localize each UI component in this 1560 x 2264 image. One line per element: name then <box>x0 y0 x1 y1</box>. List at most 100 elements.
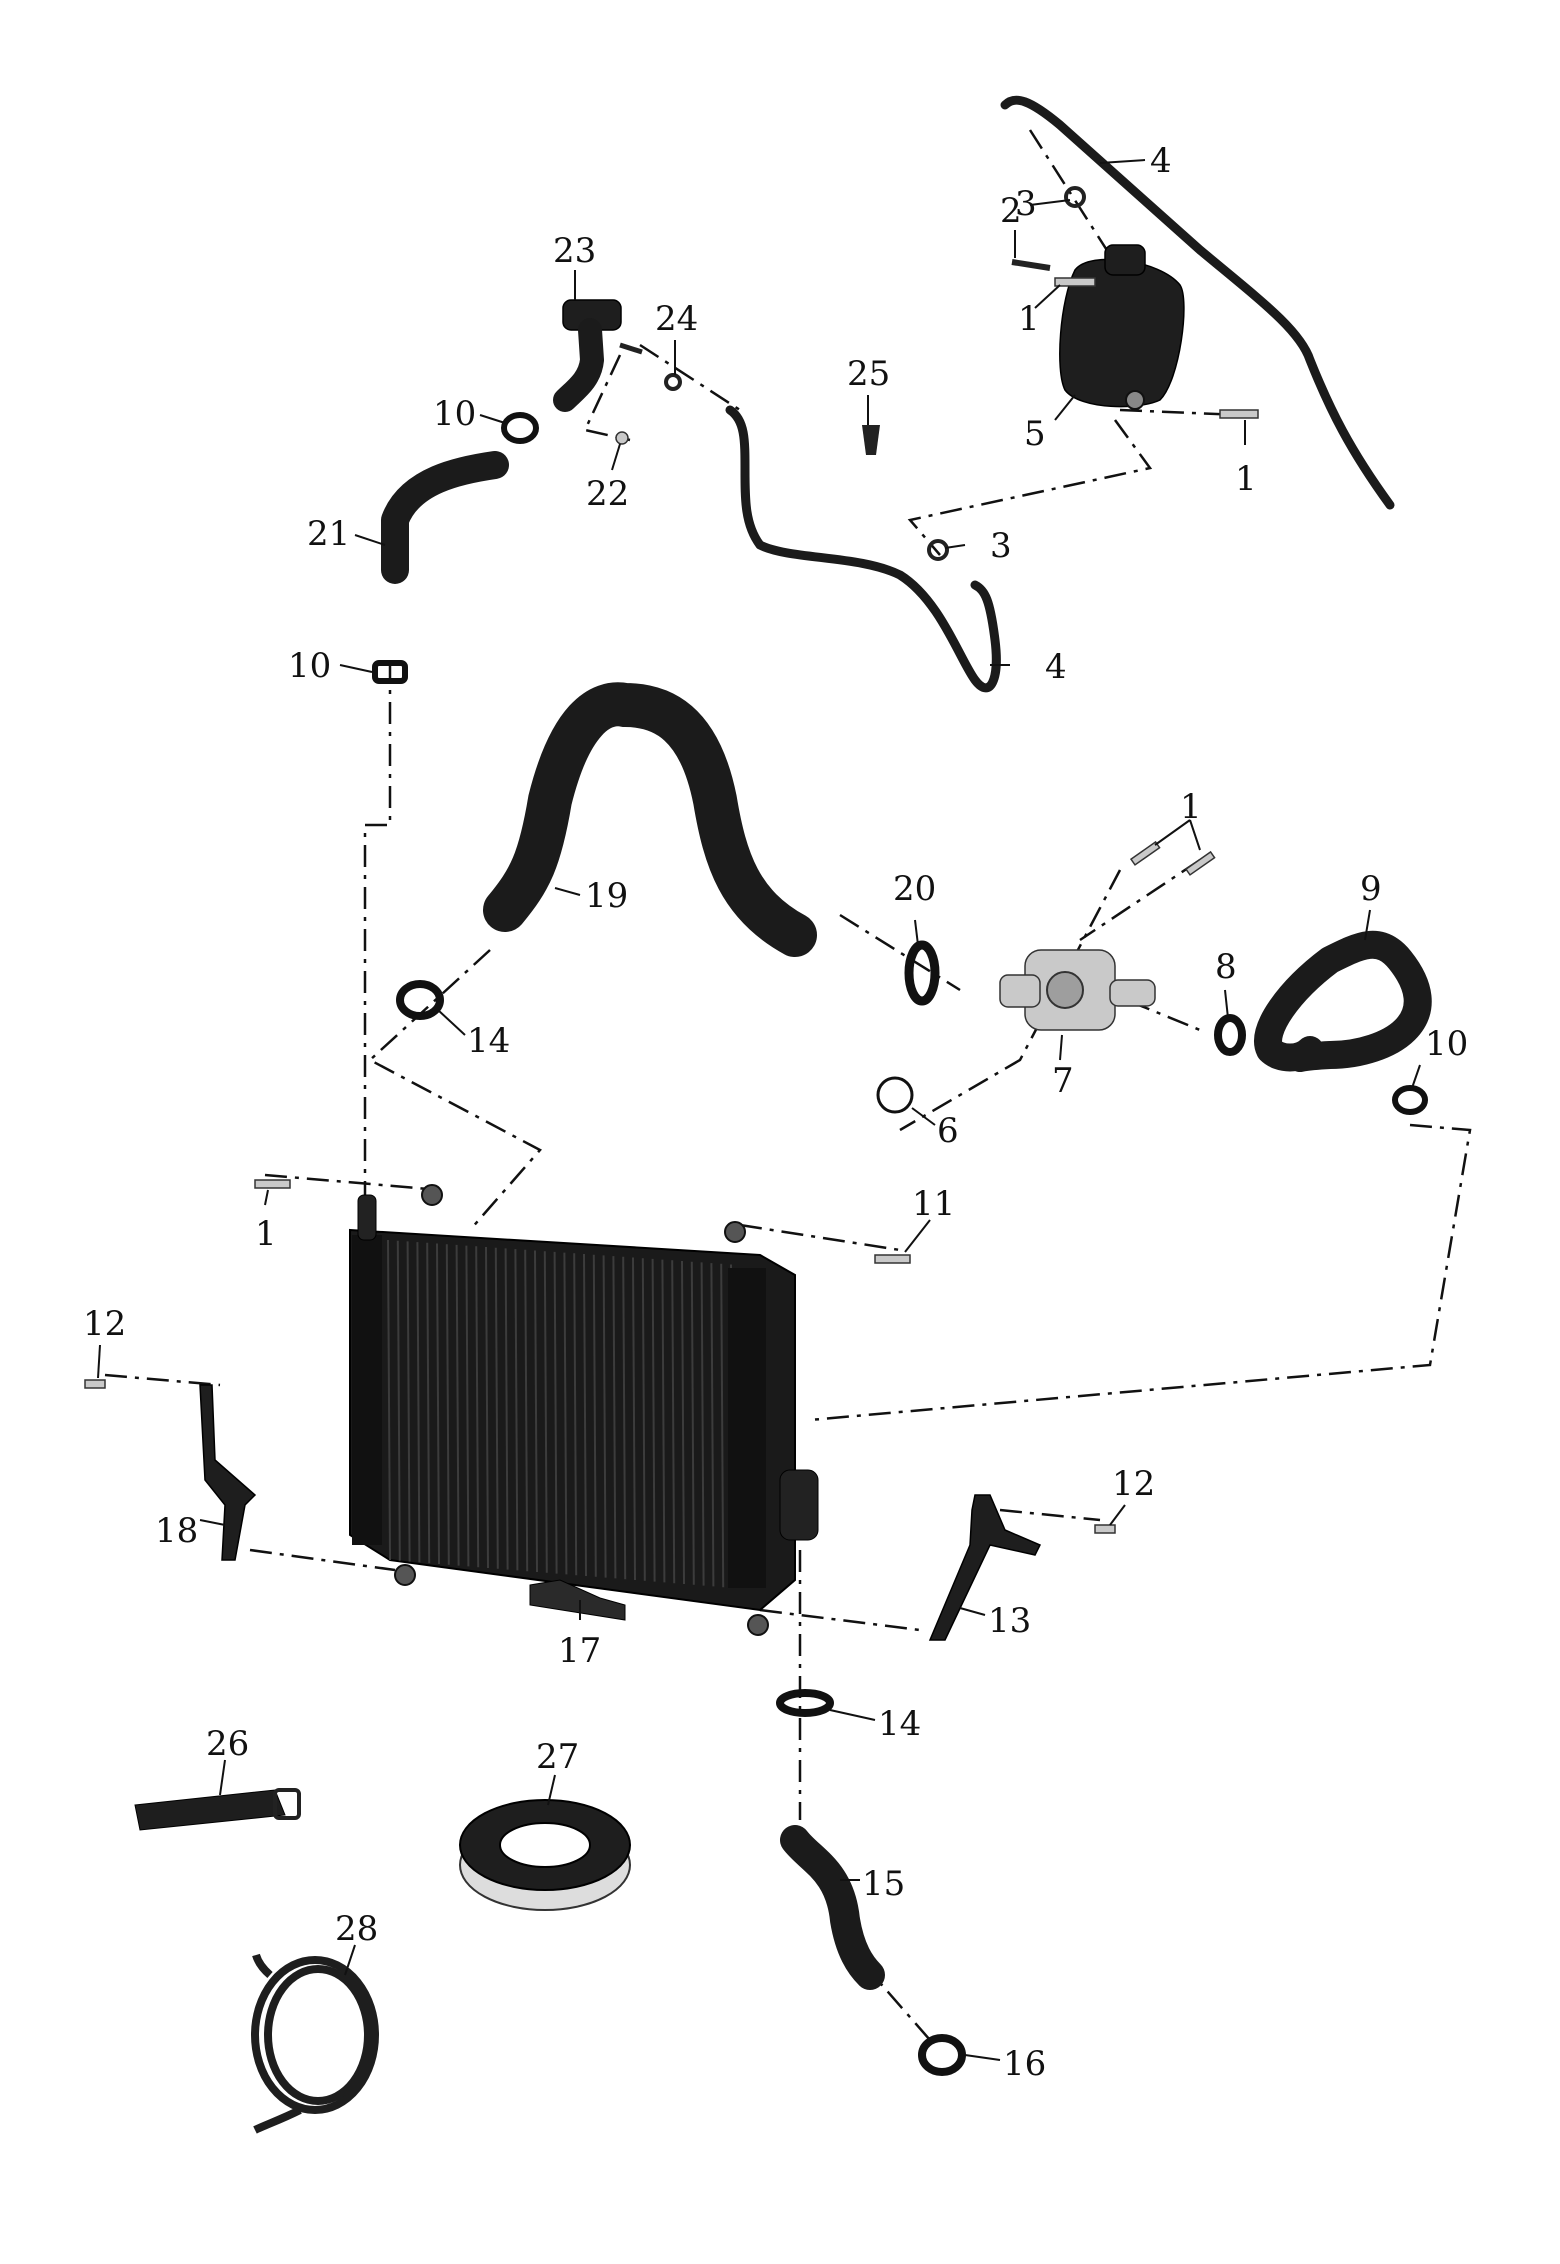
callout-10: 10 <box>433 394 476 434</box>
bolt-icon <box>84 1379 106 1389</box>
callout-16: 16 <box>1003 2044 1046 2084</box>
callout-24: 24 <box>655 299 698 339</box>
radiator-fin <box>426 1242 431 1564</box>
radiator-upper-hose <box>483 682 817 957</box>
bolt-icon <box>874 1254 911 1264</box>
coiled-tube <box>251 1953 379 2134</box>
overflow-tube-upper <box>1000 95 1395 510</box>
radiator-fin <box>602 1255 607 1578</box>
filler-neck <box>553 318 604 412</box>
bolt-icon <box>1129 840 1161 866</box>
callout-10: 10 <box>1425 1024 1468 1064</box>
radiator-fin <box>445 1244 450 1565</box>
callout-18: 18 <box>155 1511 198 1551</box>
hose-clamp-icon <box>1214 1014 1246 1056</box>
callout-2: 2 <box>1000 191 1022 231</box>
hose-clamp-icon <box>396 980 444 1020</box>
radiator-fin <box>396 1240 401 1561</box>
callout-11: 11 <box>912 1184 955 1224</box>
callout-3: 3 <box>990 526 1012 566</box>
thermostat-housing <box>999 949 1156 1031</box>
tank-mount-icon <box>1125 390 1145 410</box>
callout-4: 4 <box>1045 647 1067 687</box>
callout-20: 20 <box>893 869 936 909</box>
clip-icon <box>1064 186 1086 208</box>
radiator-fin <box>720 1263 725 1588</box>
screw-icon <box>1011 259 1051 271</box>
callout-6: 6 <box>937 1111 959 1151</box>
radiator-fin <box>690 1261 695 1585</box>
callout-22: 22 <box>586 474 629 514</box>
tank-cap <box>1104 244 1146 276</box>
radiator-fin <box>504 1248 509 1570</box>
radiator-lower-hose <box>780 1825 885 1990</box>
callout-4: 4 <box>1150 141 1172 181</box>
callout-21: 21 <box>307 514 350 554</box>
radiator-fin <box>534 1250 538 1573</box>
hose-clamp-icon <box>904 940 940 1006</box>
callout-1: 1 <box>255 1214 277 1254</box>
radiator <box>349 1184 819 1636</box>
callout-1: 1 <box>1235 459 1257 499</box>
radiator-fin <box>563 1252 568 1575</box>
callout-7: 7 <box>1052 1061 1074 1101</box>
radiator-fin <box>622 1256 627 1580</box>
expansion-tank <box>1059 258 1185 408</box>
radiator-fin <box>583 1253 587 1577</box>
radiator-fin <box>416 1242 421 1563</box>
bolt-icon <box>1094 1524 1116 1534</box>
right-bracket <box>928 1494 1042 1641</box>
radiator-fin <box>661 1259 666 1583</box>
bolt-icon <box>254 1179 291 1189</box>
leader-lines <box>97 159 1421 2061</box>
radiator-fin <box>710 1263 715 1587</box>
radiator-fin <box>632 1257 636 1581</box>
radiator-fin <box>485 1246 489 1569</box>
callout-23: 23 <box>553 231 596 271</box>
hose-clamp-icon <box>918 2034 966 2076</box>
radiator-fin <box>553 1251 558 1574</box>
radiator-fin <box>406 1241 411 1562</box>
callout-27: 27 <box>536 1737 579 1777</box>
filler-nipple-icon <box>619 342 643 355</box>
callout-13: 13 <box>988 1601 1031 1641</box>
radiator-fin <box>387 1239 391 1561</box>
hose-clamp-icon <box>501 412 539 444</box>
callout-26: 26 <box>206 1724 249 1764</box>
radiator-fin <box>465 1245 470 1567</box>
callout-1: 1 <box>1018 299 1040 339</box>
radiator-fin <box>455 1244 460 1566</box>
callout-15: 15 <box>862 1864 905 1904</box>
bolt-icon <box>1184 850 1216 876</box>
radiator-fin <box>641 1258 646 1581</box>
radiator-fin <box>681 1260 685 1585</box>
short-hose <box>381 451 509 584</box>
radiator-fin <box>524 1249 529 1572</box>
hose-clamp-icon <box>776 1689 834 1717</box>
callout-12: 12 <box>83 1304 126 1344</box>
callout-19: 19 <box>585 876 628 916</box>
overflow-tube-lower <box>725 405 1001 693</box>
callout-12: 12 <box>1112 1464 1155 1504</box>
callout-25: 25 <box>847 354 890 394</box>
callout-10: 10 <box>288 646 331 686</box>
callout-28: 28 <box>335 1909 378 1949</box>
bolt-icon <box>1219 409 1259 419</box>
radiator-fin <box>612 1256 617 1579</box>
strap-buckle-icon <box>273 1788 301 1820</box>
radiator-fin <box>475 1246 480 1568</box>
rivet-icon <box>862 425 880 455</box>
velcro-strap <box>134 1789 286 1831</box>
callout-3: 3 <box>1015 184 1037 224</box>
callout-14: 14 <box>467 1021 510 1061</box>
radiator-fin <box>543 1251 548 1573</box>
radiator-fin <box>671 1260 676 1584</box>
foam-tape-roll <box>459 1799 631 1911</box>
radiator-fin <box>494 1247 499 1569</box>
assembly-lines <box>104 129 1472 2041</box>
callout-14: 14 <box>878 1704 921 1744</box>
callout-8: 8 <box>1215 947 1237 987</box>
callout-9: 9 <box>1360 869 1382 909</box>
